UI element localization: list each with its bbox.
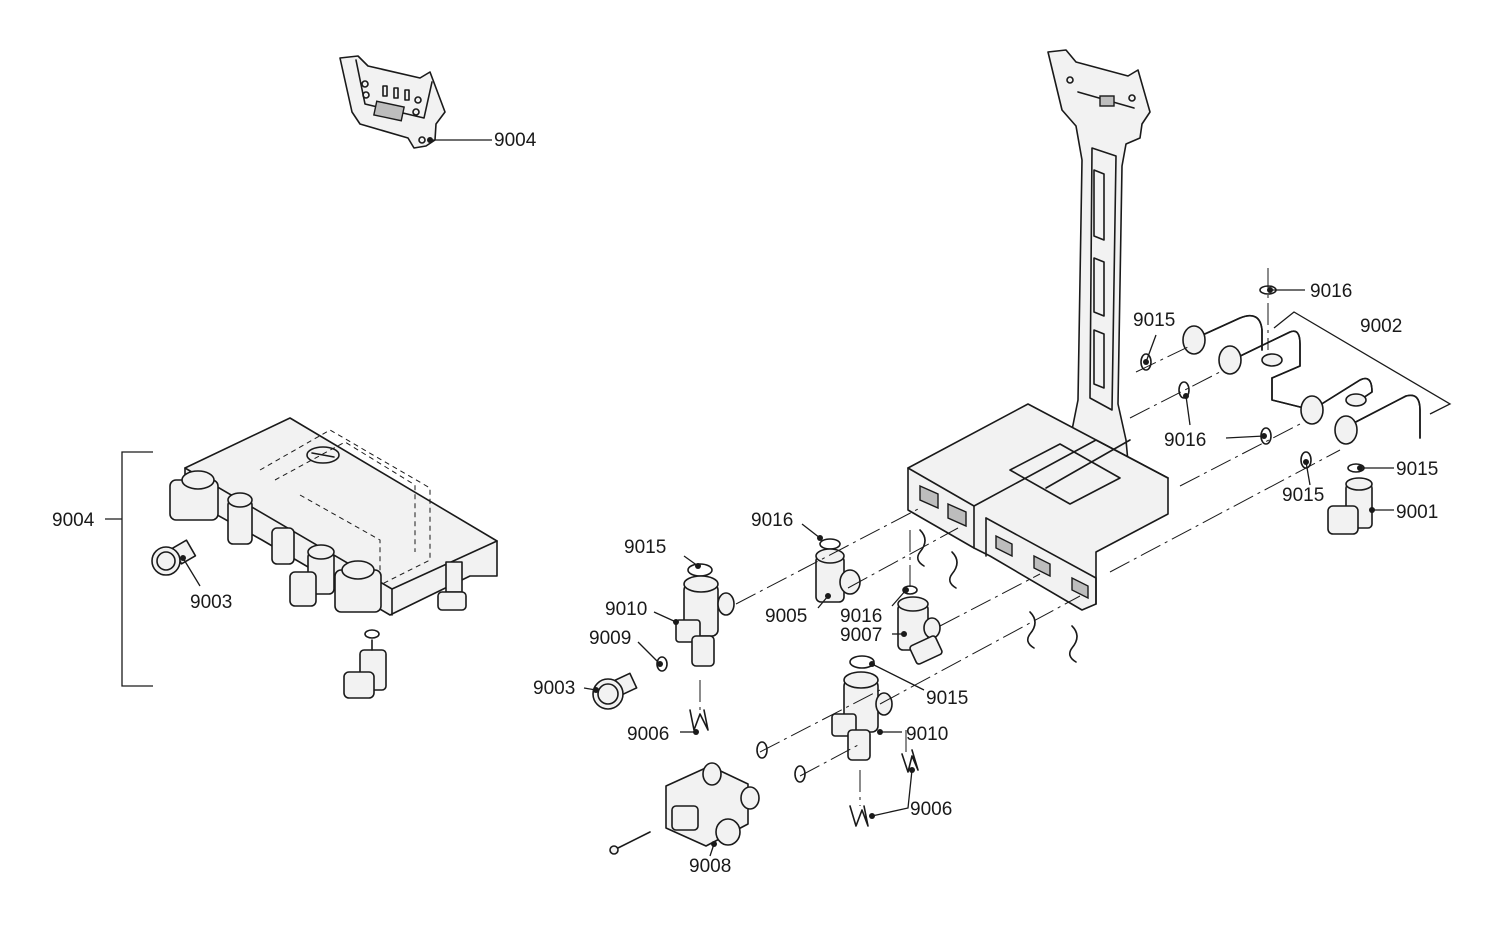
label-9010-upper: 9010 — [605, 599, 647, 620]
loose-components — [592, 285, 1373, 855]
label-9016-mid: 9016 — [840, 606, 882, 627]
label-9005: 9005 — [765, 606, 807, 627]
label-9016-tee: 9016 — [751, 510, 793, 531]
label-9006-right: 9006 — [910, 799, 952, 820]
pipe-set — [1182, 311, 1452, 445]
label-9002: 9002 — [1360, 316, 1402, 337]
label-9015-lower-right: 9015 — [1282, 485, 1324, 506]
label-9003-left: 9003 — [190, 592, 232, 613]
label-9016-pipe: 9016 — [1164, 430, 1206, 451]
callout-leaders — [180, 137, 1394, 857]
label-9004-assembly: 9004 — [52, 510, 95, 531]
base-plate — [907, 403, 1169, 611]
label-9008: 9008 — [689, 856, 731, 877]
assembly-axes — [699, 268, 1341, 806]
label-9003-right: 9003 — [533, 678, 575, 699]
part-labels: 9004 9004 9003 9016 9002 9015 9016 9015 … — [52, 130, 1438, 877]
label-9015-pipe: 9015 — [1133, 310, 1175, 331]
label-9009: 9009 — [589, 628, 631, 649]
small-mounting-plate — [339, 55, 446, 149]
label-9004-plate: 9004 — [494, 130, 537, 151]
label-9015-lower: 9015 — [926, 688, 968, 709]
label-9001: 9001 — [1396, 502, 1438, 523]
label-9016-top: 9016 — [1310, 281, 1352, 302]
label-9007: 9007 — [840, 625, 882, 646]
label-9015-right: 9015 — [1396, 459, 1438, 480]
label-9010-lower: 9010 — [906, 724, 948, 745]
label-9006-left: 9006 — [627, 724, 669, 745]
label-9015-valve: 9015 — [624, 537, 666, 558]
wall-bracket-frame — [1047, 49, 1151, 463]
manifold-assembly-left — [105, 417, 498, 699]
